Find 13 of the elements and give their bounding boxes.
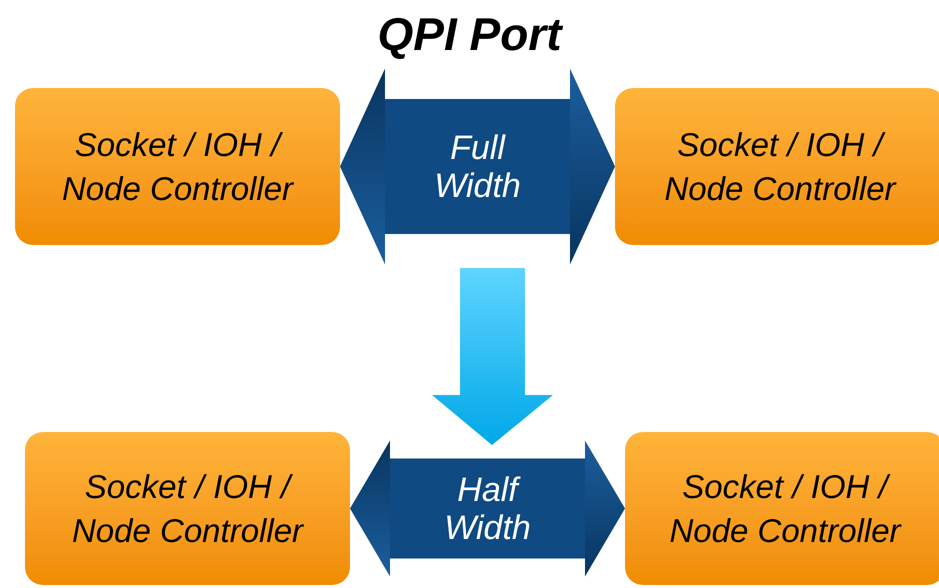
node-text: Socket / IOH / Node Controller xyxy=(663,124,898,208)
edge-label: Full Width xyxy=(433,128,522,204)
node-text: Socket / IOH / Node Controller xyxy=(70,466,305,550)
node-text: Socket / IOH / Node Controller xyxy=(60,124,295,208)
controller-box xyxy=(625,432,939,585)
double-arrow xyxy=(350,440,625,576)
controller-box xyxy=(615,88,939,245)
controller-box xyxy=(25,432,350,585)
node-text: Socket / IOH / Node Controller xyxy=(668,466,902,550)
title: QPI Port xyxy=(376,7,564,62)
edge-label: Half Width xyxy=(443,470,532,546)
double-arrow xyxy=(340,68,615,264)
controller-box xyxy=(15,88,340,245)
